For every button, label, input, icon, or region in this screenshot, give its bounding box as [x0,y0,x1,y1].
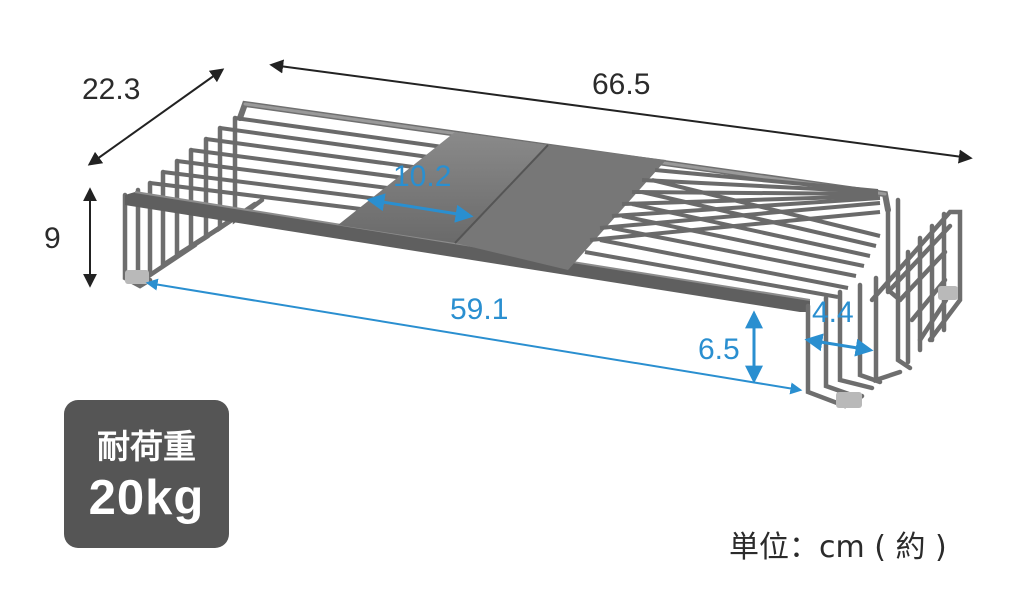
inner-width-arrow [145,278,803,395]
load-capacity-value: 20kg [88,471,205,525]
slide-width-label: 10.2 [393,160,452,193]
right-wire-deck [584,168,881,299]
right-foot [836,392,862,408]
load-capacity-label: 耐荷重 [97,427,196,466]
left-foot [125,270,149,284]
leg-width-label: 4.4 [812,296,854,329]
leg-width-arrow [804,333,874,357]
inner-width-label: 59.1 [450,293,509,326]
leg-height-label: 6.5 [698,333,740,366]
height-label: 9 [44,222,61,255]
width-arrow [269,59,973,164]
center-panel-right [455,145,666,270]
slide-width-arrow [366,193,474,223]
width-label: 66.5 [592,68,651,101]
unit-note: 単位：cm ( 約 ) [729,530,947,565]
right-rear-foot [938,286,958,300]
load-capacity-badge: 耐荷重 20kg [64,400,229,548]
depth-arrow [87,68,225,166]
depth-label: 22.3 [82,73,141,106]
